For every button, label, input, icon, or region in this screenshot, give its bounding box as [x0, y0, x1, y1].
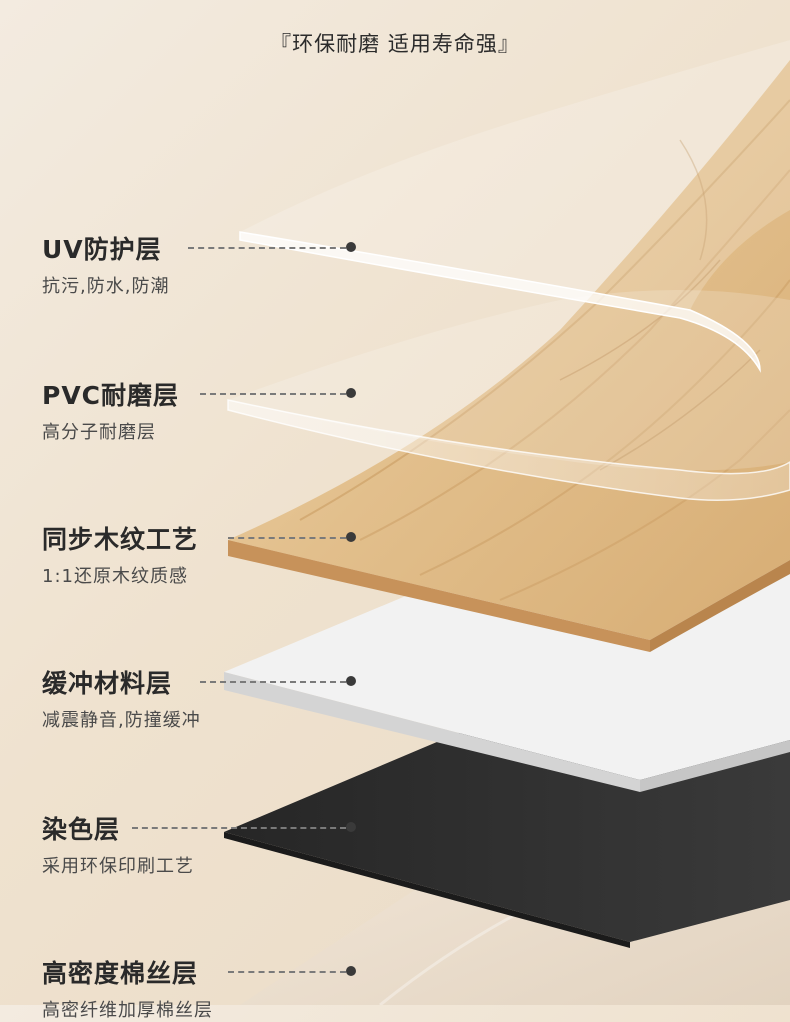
layer-name: PVC耐磨层 [42, 381, 180, 410]
leader-line [188, 247, 346, 249]
layer-desc: 高密纤维加厚棉丝层 [42, 1000, 213, 1021]
layer-desc: 1:1还原木纹质感 [42, 566, 188, 587]
layer-label-wood-grain: 同步木纹工艺 1:1还原木纹质感 [42, 520, 198, 588]
layer-desc: 抗污,防水,防潮 [42, 276, 170, 297]
wood-grain-layer-shape [228, 60, 790, 652]
layer-name: UV防护层 [42, 235, 162, 264]
layer-name: 高密度棉丝层 [42, 959, 199, 988]
layer-desc: 减震静音,防撞缓冲 [42, 710, 201, 731]
layer-name: 同步木纹工艺 [42, 525, 199, 554]
layer-name: 缓冲材料层 [42, 669, 173, 698]
layer-label-pvc: PVC耐磨层 高分子耐磨层 [42, 376, 179, 444]
layer-desc: 采用环保印刷工艺 [42, 856, 194, 877]
layer-label-uv: UV防护层 抗污,防水,防潮 [42, 230, 169, 298]
layer-label-dyed: 染色层 采用环保印刷工艺 [42, 810, 194, 878]
layer-desc: 高分子耐磨层 [42, 422, 156, 443]
marker-dot [346, 242, 356, 252]
marker-dot [346, 388, 356, 398]
uv-layer-shape [239, 40, 790, 373]
pvc-layer-shape [227, 290, 790, 501]
marker-dot [346, 822, 356, 832]
leader-line [132, 827, 346, 829]
layer-name: 染色层 [42, 815, 121, 844]
layer-label-felt: 高密度棉丝层 高密纤维加厚棉丝层 [42, 954, 213, 1022]
leader-line [200, 393, 346, 395]
marker-dot [346, 966, 356, 976]
leader-line [228, 537, 346, 539]
leader-line [200, 681, 346, 683]
leader-line [228, 971, 346, 973]
layer-label-buffer: 缓冲材料层 减震静音,防撞缓冲 [42, 664, 201, 732]
marker-dot [346, 532, 356, 542]
marker-dot [346, 676, 356, 686]
page-title: 『环保耐磨 适用寿命强』 [270, 32, 520, 56]
